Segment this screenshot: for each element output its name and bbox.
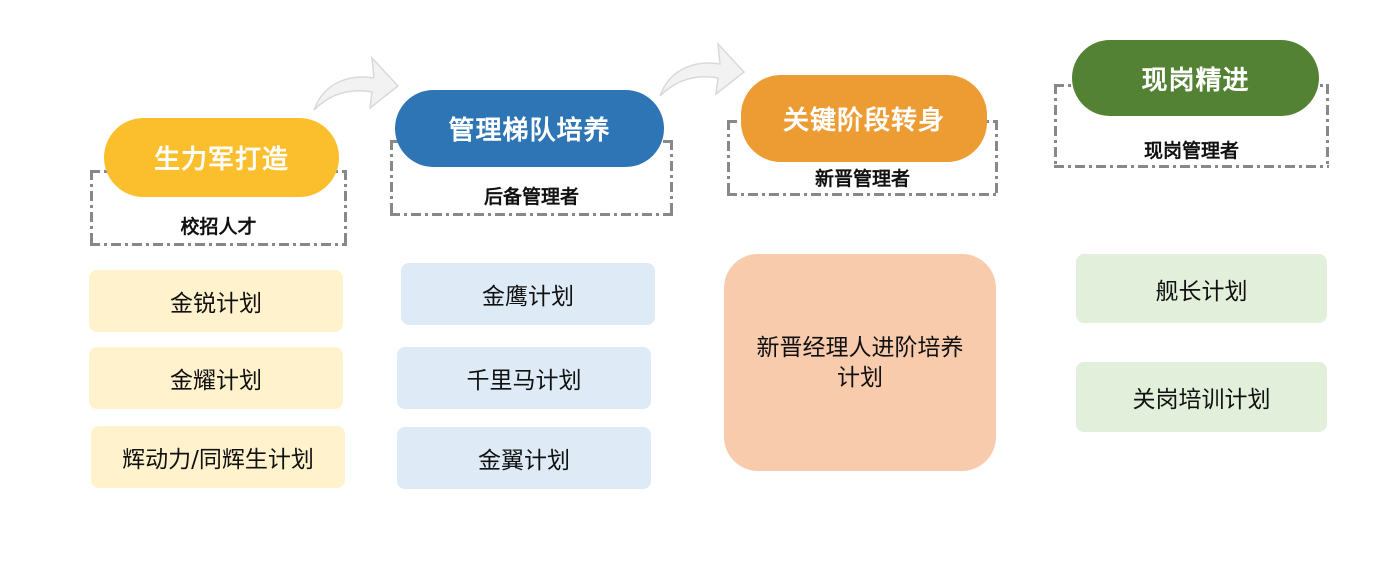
curved-arrow-icon-1 [313,55,400,111]
stage-4-audience: 现岗管理者 [1143,140,1239,162]
stage-1-program-2: 金耀计划 [89,347,343,409]
stage-4-title: 现岗精进 [1072,40,1319,116]
stage-2-program-1: 金鹰计划 [401,263,655,325]
stage-2-program-3: 金翼计划 [397,427,651,489]
stage-3-title: 关键阶段转身 [741,75,987,162]
stage-4-program-2: 关岗培训计划 [1076,362,1327,432]
curved-arrow-icon-2 [659,41,746,97]
stage-4-program-1: 舰长计划 [1076,254,1327,323]
stage-3-audience: 新晋管理者 [814,168,910,190]
stage-1-program-3: 辉动力/同辉生计划 [91,426,345,488]
stage-1-title: 生力军打造 [104,118,339,197]
stage-3-program-1: 新晋经理人进阶培养计划 [724,254,996,471]
stage-2-title: 管理梯队培养 [395,90,664,167]
stage-2-audience: 后备管理者 [483,186,579,208]
stage-1-audience: 校招人才 [180,216,257,238]
stage-2-program-2: 千里马计划 [397,347,651,409]
stage-1-program-1: 金锐计划 [89,270,343,332]
